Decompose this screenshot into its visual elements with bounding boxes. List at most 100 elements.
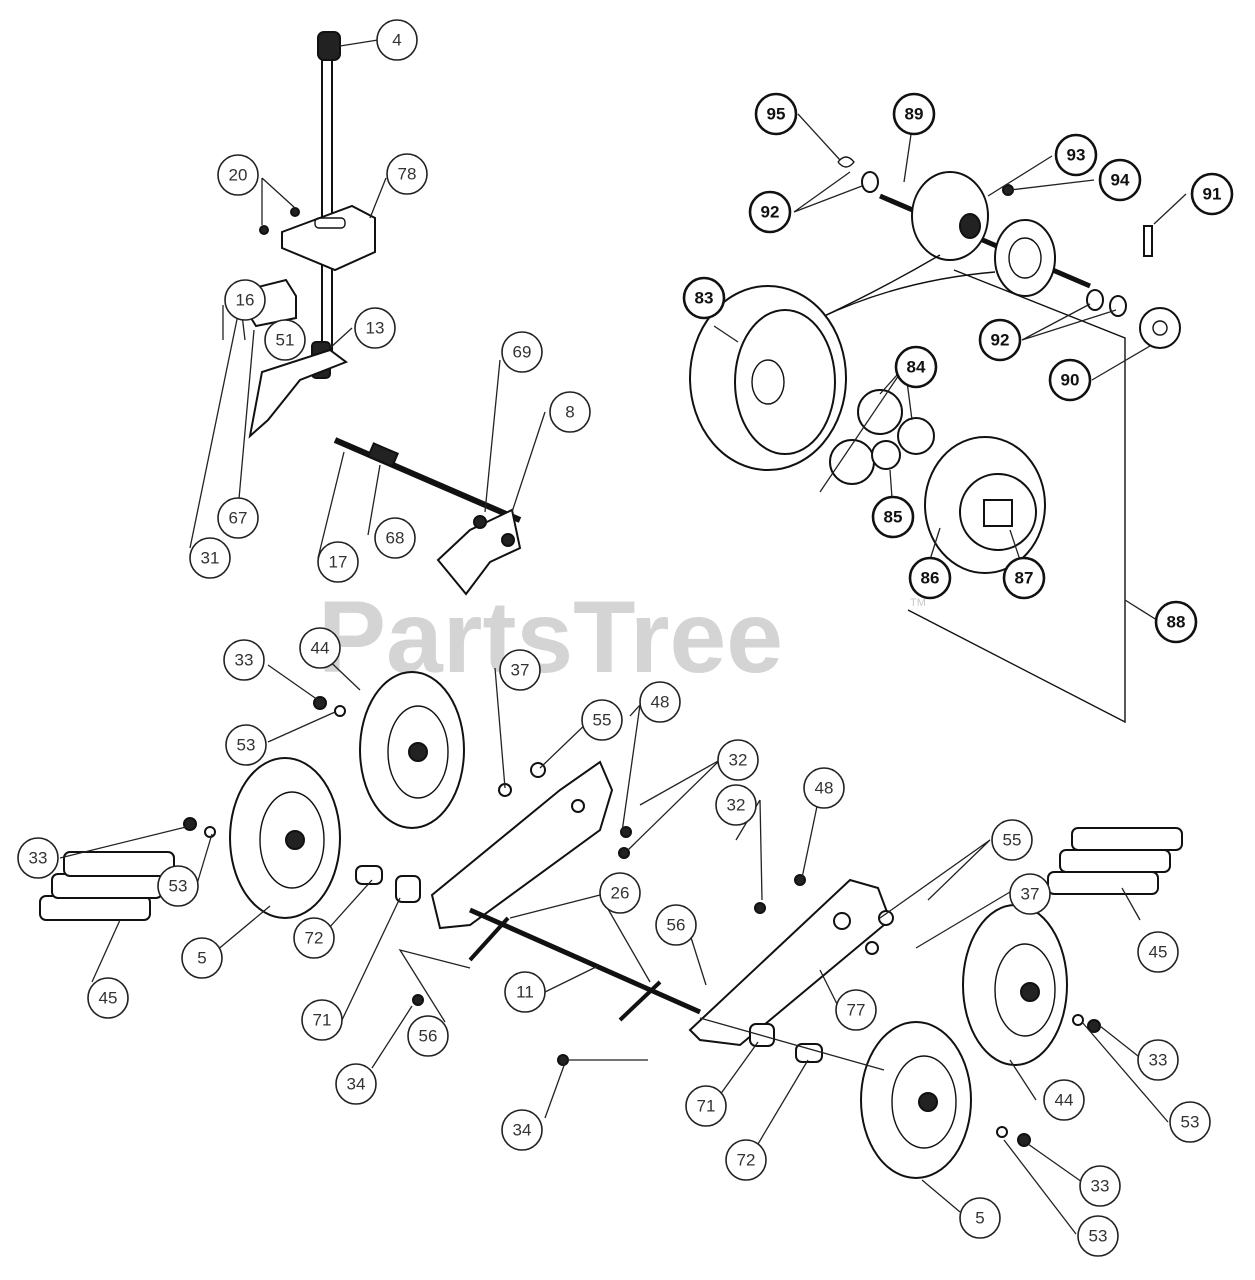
svg-text:16: 16 xyxy=(236,291,255,310)
sun-gear xyxy=(871,440,901,470)
svg-text:53: 53 xyxy=(169,877,188,896)
svg-text:85: 85 xyxy=(884,508,903,527)
tread-right xyxy=(1047,827,1183,895)
svg-text:45: 45 xyxy=(99,989,118,1008)
transmission-assembly xyxy=(689,156,1181,724)
callouts: 4 20 78 16 51 13 69 8 67 31 17 68 95 89 … xyxy=(17,19,1234,1257)
assembly-bracket-frame xyxy=(907,269,1126,724)
watermark-tm: TM xyxy=(910,597,926,609)
svg-text:34: 34 xyxy=(347,1075,366,1094)
callout-48-a: 48 xyxy=(639,681,681,723)
svg-text:55: 55 xyxy=(1003,831,1022,850)
svg-text:33: 33 xyxy=(1149,1051,1168,1070)
callout-71-b: 71 xyxy=(685,1085,727,1127)
svg-text:48: 48 xyxy=(815,779,834,798)
svg-text:69: 69 xyxy=(513,343,532,362)
planet-gear-1 xyxy=(857,389,903,435)
svg-text:5: 5 xyxy=(197,949,206,968)
svg-text:26: 26 xyxy=(611,884,630,903)
svg-text:56: 56 xyxy=(667,916,686,935)
callout-85: 85 xyxy=(871,495,915,539)
callout-5-b: 5 xyxy=(959,1197,1001,1239)
callout-53-c: 53 xyxy=(1169,1101,1211,1143)
svg-text:91: 91 xyxy=(1203,185,1222,204)
callout-91: 91 xyxy=(1190,172,1234,216)
bushing-left xyxy=(395,875,421,903)
callout-83: 83 xyxy=(682,276,726,320)
callout-44-b: 44 xyxy=(1043,1079,1085,1121)
callout-94: 94 xyxy=(1098,158,1142,202)
lever-rod xyxy=(321,59,333,351)
callout-87: 87 xyxy=(1002,556,1046,600)
svg-text:33: 33 xyxy=(29,849,48,868)
callout-44-a: 44 xyxy=(299,627,341,669)
callout-45-b: 45 xyxy=(1137,931,1179,973)
callout-55-a: 55 xyxy=(581,699,623,741)
callout-72-a: 72 xyxy=(293,917,335,959)
callout-33-a: 33 xyxy=(223,639,265,681)
svg-text:51: 51 xyxy=(276,331,295,350)
svg-text:94: 94 xyxy=(1111,171,1130,190)
svg-text:44: 44 xyxy=(1055,1091,1074,1110)
small-sprocket xyxy=(1139,307,1181,349)
svg-text:56: 56 xyxy=(419,1027,438,1046)
callout-20: 20 xyxy=(217,154,259,196)
rear-axle xyxy=(468,907,702,1015)
callout-5-a: 5 xyxy=(181,937,223,979)
callout-53-d: 53 xyxy=(1077,1215,1119,1257)
watermark-text: PartsTree xyxy=(318,580,783,694)
leader-lines xyxy=(59,39,1187,1235)
svg-text:37: 37 xyxy=(1021,885,1040,904)
callout-89: 89 xyxy=(892,92,936,136)
svg-text:4: 4 xyxy=(392,31,401,50)
callout-51: 51 xyxy=(264,319,306,361)
callout-8: 8 xyxy=(549,391,591,433)
planet-gear-2 xyxy=(897,417,935,455)
shift-fork-upper xyxy=(248,348,349,439)
svg-text:37: 37 xyxy=(511,661,530,680)
wheel-front-right xyxy=(860,1021,972,1179)
svg-text:78: 78 xyxy=(398,165,417,184)
svg-text:8: 8 xyxy=(565,403,574,422)
callout-53-b: 53 xyxy=(157,865,199,907)
callout-33-c: 33 xyxy=(1137,1039,1179,1081)
svg-text:53: 53 xyxy=(1181,1113,1200,1132)
svg-text:71: 71 xyxy=(313,1011,332,1030)
callout-72-b: 72 xyxy=(725,1139,767,1181)
chassis-assembly xyxy=(39,671,1183,1179)
svg-text:53: 53 xyxy=(1089,1227,1108,1246)
wheel-rear-right xyxy=(962,904,1068,1066)
spacer-left xyxy=(355,865,383,885)
svg-text:72: 72 xyxy=(737,1151,756,1170)
callout-34-b: 34 xyxy=(501,1109,543,1151)
svg-text:31: 31 xyxy=(201,549,220,568)
callout-11: 11 xyxy=(504,971,546,1013)
shift-shaft xyxy=(333,437,522,523)
callout-95: 95 xyxy=(754,92,798,136)
callout-92-upper: 92 xyxy=(748,190,792,234)
pin xyxy=(1143,225,1153,257)
callout-90: 90 xyxy=(1048,358,1092,402)
callout-4: 4 xyxy=(376,19,418,61)
mounting-plate xyxy=(281,204,376,272)
svg-text:17: 17 xyxy=(329,553,348,572)
svg-text:32: 32 xyxy=(727,796,746,815)
svg-text:33: 33 xyxy=(1091,1177,1110,1196)
callout-32-b: 32 xyxy=(715,784,757,826)
svg-text:45: 45 xyxy=(1149,943,1168,962)
callout-84: 84 xyxy=(894,345,938,389)
callout-33-d: 33 xyxy=(1079,1165,1121,1207)
callout-53-a: 53 xyxy=(225,724,267,766)
callout-86: 86 xyxy=(908,556,952,600)
tread-left xyxy=(39,851,175,921)
svg-text:67: 67 xyxy=(229,509,248,528)
callout-92-lower: 92 xyxy=(978,318,1022,362)
callout-56-b: 56 xyxy=(655,904,697,946)
svg-text:53: 53 xyxy=(237,736,256,755)
svg-text:72: 72 xyxy=(305,929,324,948)
svg-text:86: 86 xyxy=(921,569,940,588)
svg-text:34: 34 xyxy=(513,1121,532,1140)
svg-text:92: 92 xyxy=(991,331,1010,350)
svg-text:44: 44 xyxy=(311,639,330,658)
